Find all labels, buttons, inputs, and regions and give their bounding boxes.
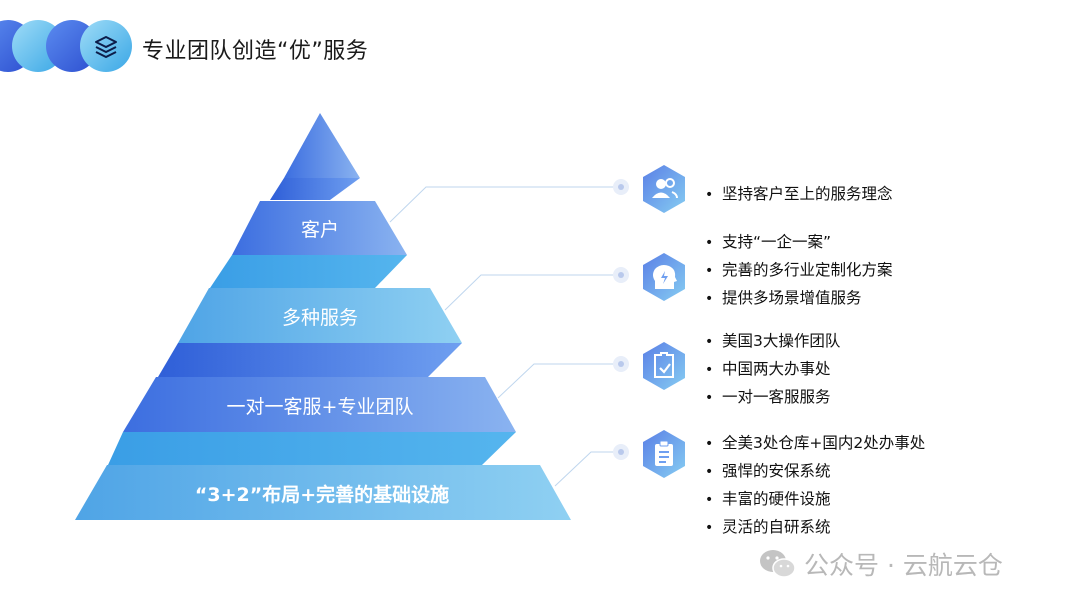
pyramid-band (158, 343, 462, 377)
feature-group-3: 美国3大操作团队 中国两大办事处 一对一客服服务 (705, 327, 840, 411)
connector-dot (613, 179, 629, 195)
pyramid-tier-4 (75, 465, 571, 520)
users-icon (643, 165, 685, 213)
feature-bullet: 强悍的安保系统 (705, 457, 925, 485)
page-title: 专业团队创造“优”服务 (142, 39, 369, 64)
header-decoration (0, 20, 132, 72)
lightbulb-head-icon (643, 253, 685, 301)
feature-bullet: 坚持客户至上的服务理念 (705, 180, 893, 208)
tier-label-3: 一对一客服+专业团队 (226, 396, 414, 418)
tier-label-4: “3+2”布局+完善的基础设施 (194, 484, 450, 506)
feature-group-1: 坚持客户至上的服务理念 (705, 180, 893, 208)
feature-group-2: 支持“一企一案” 完善的多行业定制化方案 提供多场景增值服务 (705, 228, 893, 312)
pyramid-band (210, 255, 407, 288)
connector-line (497, 363, 620, 399)
watermark-text: 公众号 · 云航云仓 (804, 551, 1003, 580)
feature-bullet: 提供多场景增值服务 (705, 284, 893, 312)
feature-group-4: 全美3处仓库+国内2处办事处 强悍的安保系统 丰富的硬件设施 灵活的自研系统 (705, 429, 925, 541)
feature-bullet: 支持“一企一案” (705, 228, 893, 256)
pyramid-band (108, 432, 516, 465)
feature-bullet: 中国两大办事处 (705, 355, 840, 383)
feature-bullet: 完善的多行业定制化方案 (705, 256, 893, 284)
pyramid-tier-2 (178, 288, 462, 343)
connector-line (554, 451, 620, 487)
feature-bullet: 一对一客服服务 (705, 383, 840, 411)
feature-bullet: 丰富的硬件设施 (705, 485, 925, 513)
feature-bullet: 灵活的自研系统 (705, 513, 925, 541)
pyramid-tier-1 (232, 201, 407, 255)
feature-bullet: 美国3大操作团队 (705, 327, 840, 355)
tier-label-1: 客户 (300, 219, 340, 241)
pyramid-band (270, 178, 360, 200)
connector-line (389, 186, 620, 223)
checklist-icon (643, 342, 685, 390)
connector-line (444, 274, 620, 311)
tier-label-2: 多种服务 (281, 307, 359, 329)
wechat-icon (760, 550, 796, 578)
feature-bullet: 全美3处仓库+国内2处办事处 (705, 429, 925, 457)
connector-dot (613, 356, 629, 372)
layers-icon (95, 36, 117, 58)
pyramid-apex (284, 113, 360, 178)
connector-dot (613, 267, 629, 283)
clipboard-icon (643, 430, 685, 478)
pyramid-tier-3 (123, 377, 516, 432)
connector-dot (613, 444, 629, 460)
